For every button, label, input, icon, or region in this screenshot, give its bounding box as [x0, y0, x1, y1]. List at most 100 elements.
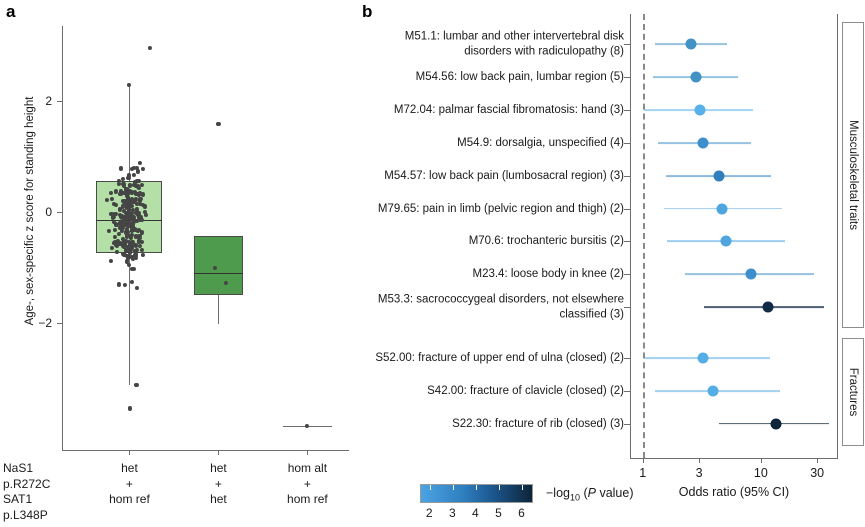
data-point: [128, 216, 133, 221]
data-point: [116, 181, 121, 186]
x-category-line: het: [210, 492, 227, 506]
forest-x-tick: [642, 458, 644, 463]
forest-x-tick-label: 10: [753, 466, 768, 480]
data-point: [121, 251, 126, 256]
odds-ratio-point[interactable]: [694, 104, 706, 116]
y-tick-label: −2: [38, 315, 52, 330]
colorbar-tick: [522, 485, 524, 490]
odds-ratio-point[interactable]: [716, 203, 728, 215]
data-point: [127, 249, 132, 254]
data-point: [137, 185, 142, 190]
data-point: [133, 256, 138, 261]
x-category-label: hom alt+hom ref: [287, 461, 328, 508]
data-point: [134, 234, 139, 239]
panel-a: a Age-, sex-specific z score for standin…: [0, 0, 360, 527]
data-point: [134, 197, 139, 202]
data-point: [140, 166, 145, 171]
data-point: [105, 198, 110, 203]
data-point: [134, 218, 139, 223]
data-point: [109, 245, 114, 250]
row-tick: [624, 390, 630, 392]
data-point: [124, 259, 129, 264]
data-point: [133, 251, 138, 256]
colorbar-tick: [453, 485, 455, 490]
odds-ratio-point[interactable]: [770, 418, 782, 430]
data-point: [134, 248, 140, 253]
odds-ratio-point[interactable]: [685, 38, 697, 50]
data-point: [140, 239, 145, 244]
x-category-line: hom alt: [287, 461, 328, 475]
forest-right-axis: [837, 14, 838, 458]
data-point: [140, 230, 145, 235]
data-point: [113, 235, 118, 240]
data-point: [120, 241, 125, 246]
data-point: [129, 203, 134, 208]
forest-row-label: M51.1: lumbar and other intervertebral d…: [404, 30, 624, 58]
colorbar-gradient: [420, 484, 533, 503]
odds-ratio-point[interactable]: [713, 170, 725, 182]
forest-row-label: M54.56: low back pain, lumbar region (5): [415, 71, 624, 83]
row-tick: [624, 110, 630, 112]
data-point: [135, 201, 140, 206]
data-point: [118, 191, 123, 196]
genotype-label-line: SAT1: [3, 492, 33, 506]
x-category-label: het+het: [210, 461, 227, 508]
data-point: [129, 243, 134, 248]
data-point: [131, 223, 136, 228]
data-point: [127, 245, 132, 250]
colorbar-tick: [430, 485, 432, 490]
row-tick: [624, 208, 630, 210]
forest-x-tick-label: 3: [695, 466, 703, 480]
trait-group-bracket: Musculoskeletal traits: [842, 22, 864, 328]
data-point: [129, 226, 134, 231]
data-point: [131, 256, 136, 261]
trait-group-bracket: Fractures: [842, 337, 864, 446]
data-point: [137, 235, 142, 240]
y-tick-label: 2: [45, 93, 52, 108]
data-point: [127, 406, 132, 411]
data-point: [116, 179, 121, 184]
odds-ratio-point[interactable]: [762, 301, 774, 313]
odds-ratio-point[interactable]: [745, 268, 757, 280]
median-line: [194, 272, 243, 274]
data-point: [120, 226, 125, 231]
x-category-line: hom ref: [287, 492, 328, 506]
data-point: [137, 243, 143, 248]
forest-left-axis: [630, 14, 631, 458]
x-category-line: +: [214, 476, 222, 491]
forest-x-tick: [699, 458, 701, 463]
data-point: [138, 190, 143, 195]
trait-group-label: Fractures: [847, 367, 859, 417]
data-point: [139, 196, 144, 201]
data-point: [106, 229, 111, 234]
data-point: [131, 215, 136, 220]
row-tick: [624, 77, 630, 79]
colorbar-tick-label: 5: [495, 506, 502, 520]
data-point: [126, 176, 131, 181]
odds-ratio-point[interactable]: [690, 71, 702, 83]
data-point: [125, 234, 130, 239]
odds-ratio-point[interactable]: [707, 385, 719, 397]
data-point: [117, 231, 122, 236]
odds-ratio-point[interactable]: [697, 352, 709, 364]
data-point: [136, 228, 141, 233]
data-point: [119, 215, 124, 220]
data-point: [125, 198, 130, 203]
data-point: [132, 249, 137, 254]
data-point: [139, 182, 144, 187]
odds-ratio-point[interactable]: [697, 137, 709, 149]
data-point: [130, 241, 135, 247]
colorbar-title-p: P: [587, 486, 596, 500]
data-point: [125, 226, 130, 231]
forest-row-label: M53.3: sacrococcygeal disorders, not els…: [377, 293, 624, 321]
genotype-label-line: NaS1: [3, 461, 34, 475]
odds-ratio-point[interactable]: [720, 235, 732, 247]
data-point: [125, 230, 131, 235]
data-point: [212, 266, 217, 271]
data-point: [305, 423, 310, 428]
data-point: [118, 226, 123, 231]
whisker-lower: [217, 294, 219, 325]
data-point: [128, 200, 133, 205]
data-point: [147, 46, 152, 51]
